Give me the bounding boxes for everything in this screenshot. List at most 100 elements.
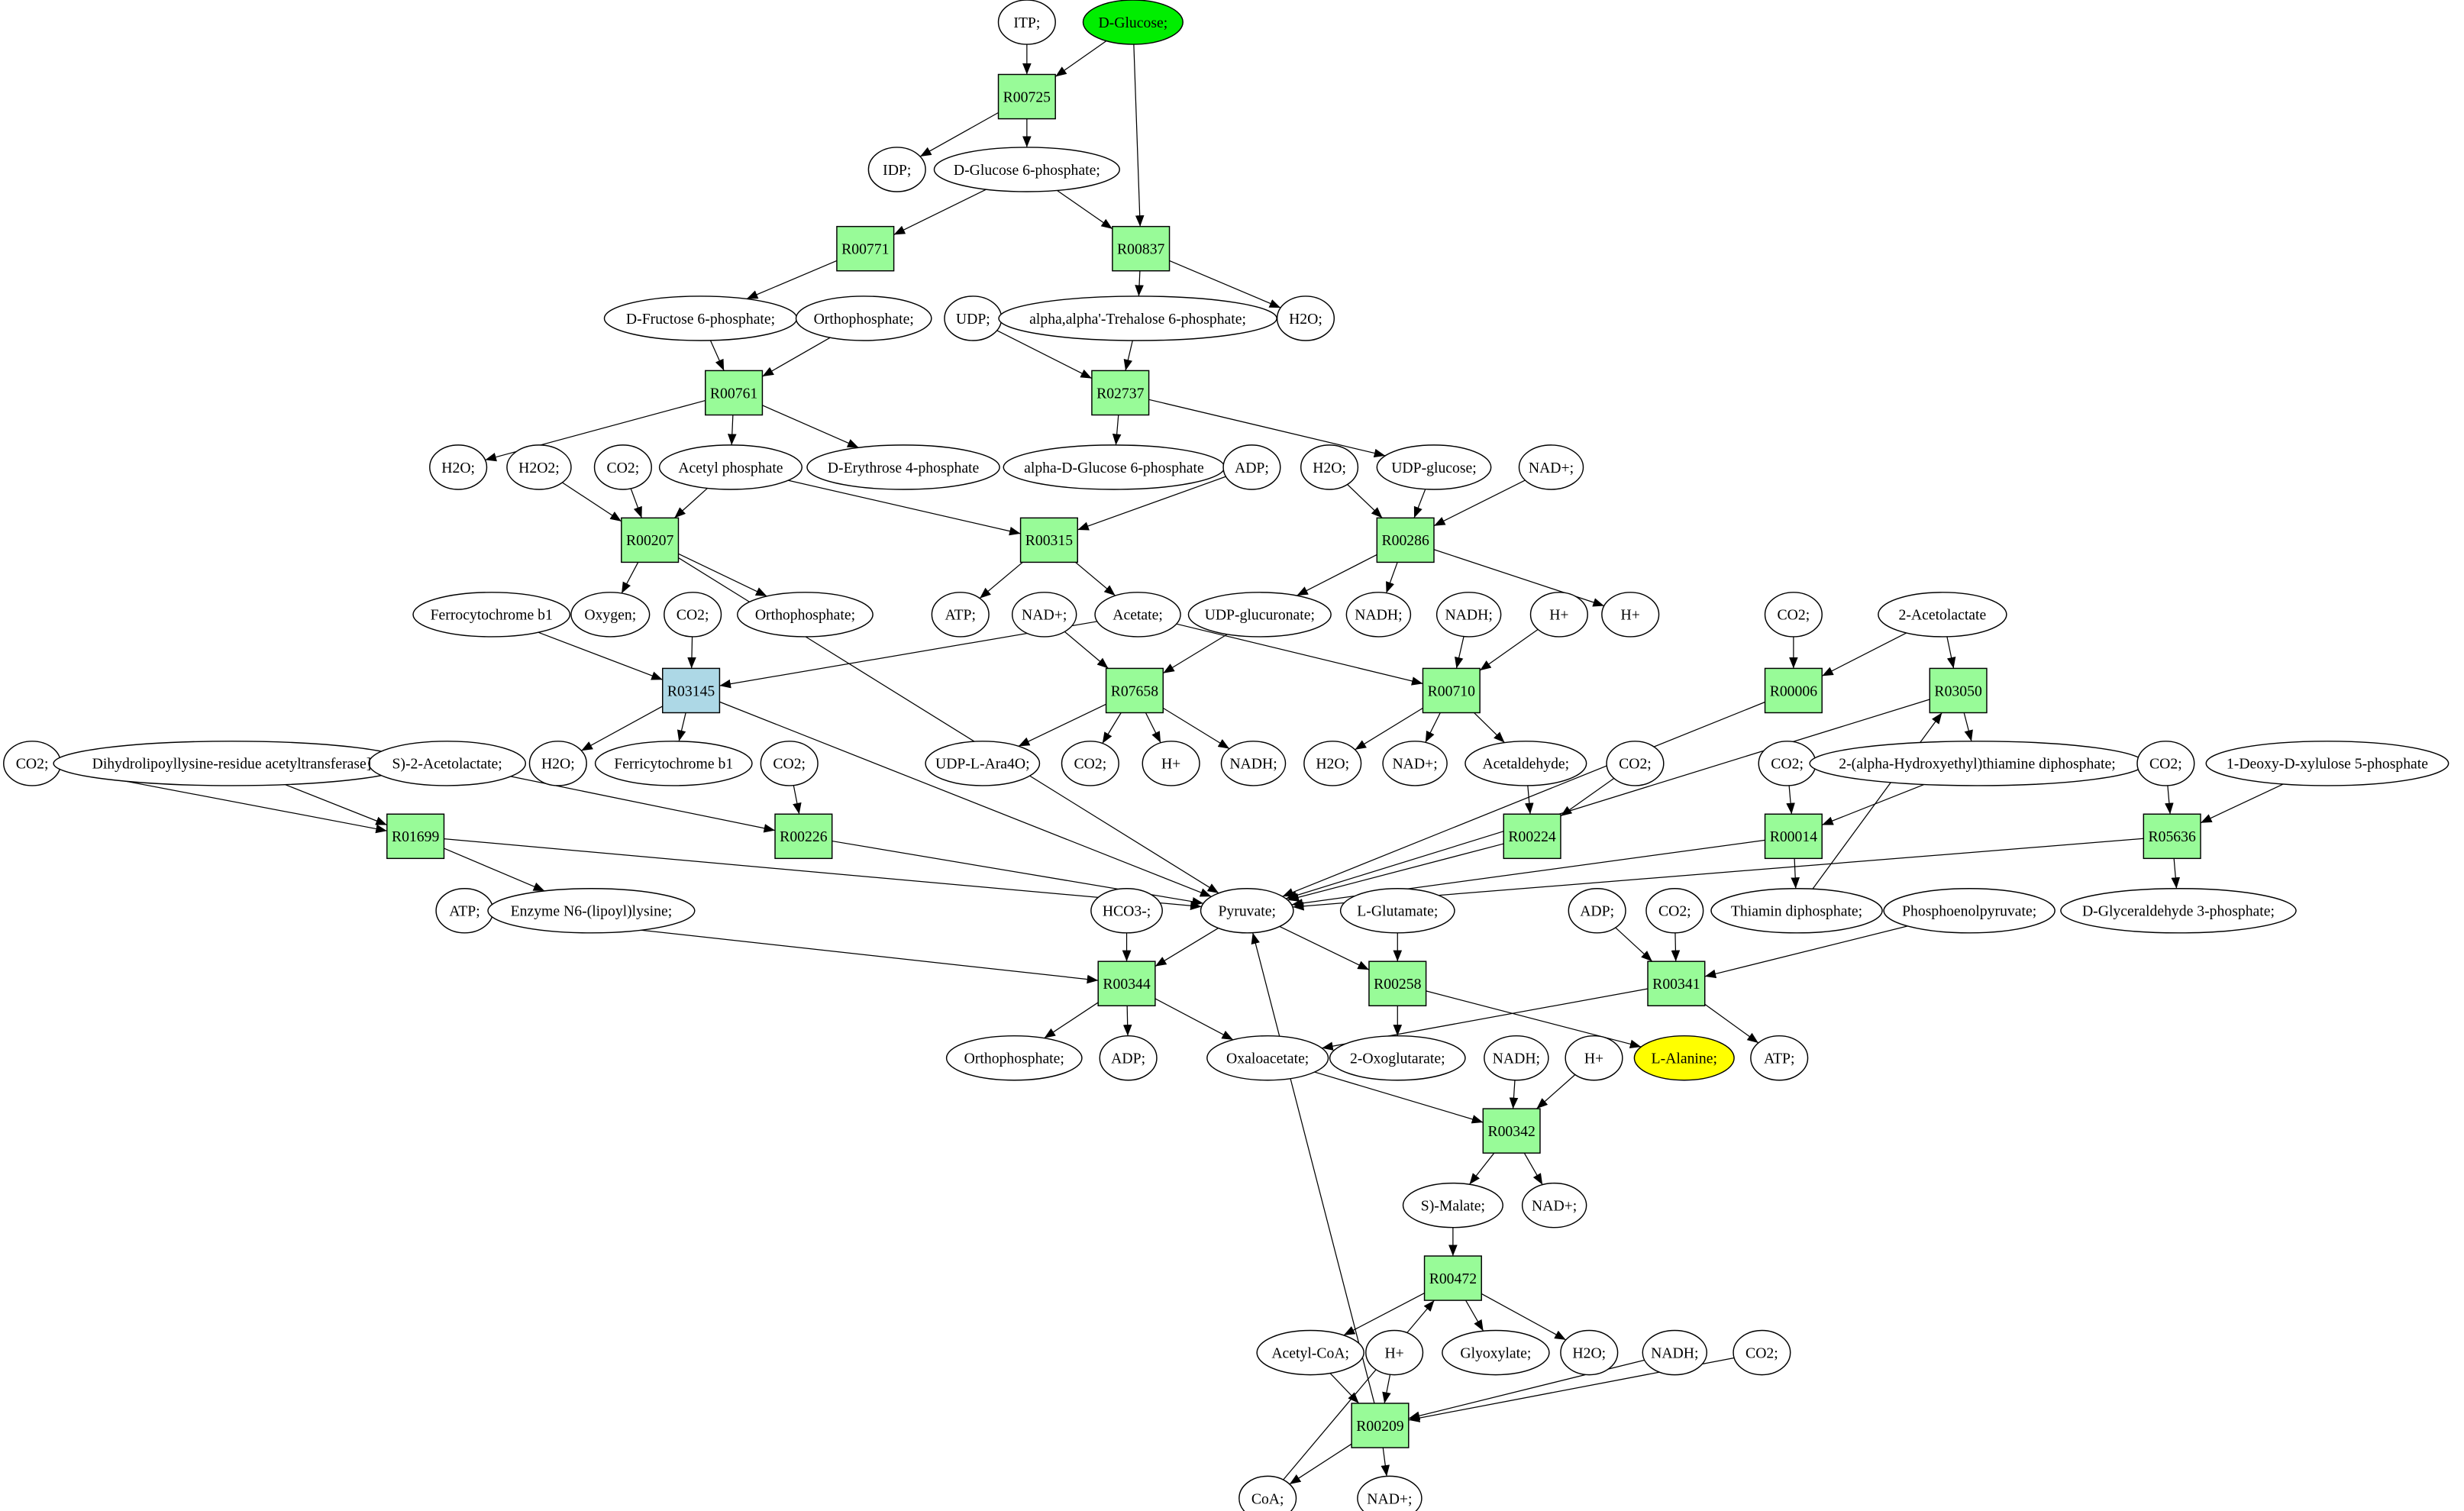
compound-ellipse-c_nad3[interactable] xyxy=(1382,741,1448,786)
compound-ellipse-c_pep[interactable] xyxy=(1883,888,2055,934)
compound-ellipse-c_orth2[interactable] xyxy=(737,592,874,638)
compound-ellipse-c_idp[interactable] xyxy=(867,147,926,192)
compound-ellipse-c_h2o5[interactable] xyxy=(1303,741,1362,786)
compound-ellipse-c_co2a[interactable] xyxy=(593,444,652,490)
reaction-box-r00837[interactable] xyxy=(1112,225,1171,272)
compound-ellipse-c_acl[interactable] xyxy=(1878,592,2007,638)
compound-ellipse-c_adp3[interactable] xyxy=(1099,1035,1158,1081)
compound-ellipse-c_hp4[interactable] xyxy=(1565,1035,1623,1081)
compound-ellipse-c_nad1[interactable] xyxy=(1518,444,1584,490)
compound-ellipse-c_atp1[interactable] xyxy=(931,592,990,638)
reaction-box-r00226[interactable] xyxy=(774,813,833,860)
reaction-box-r07658[interactable] xyxy=(1105,667,1164,714)
reaction-box-r00472[interactable] xyxy=(1423,1255,1482,1301)
compound-ellipse-c_glc[interactable] xyxy=(1082,0,1184,45)
compound-ellipse-c_co2k[interactable] xyxy=(1733,1329,1791,1376)
compound-ellipse-c_enz[interactable] xyxy=(487,888,696,934)
reaction-box-r00315[interactable] xyxy=(1019,517,1078,563)
compound-ellipse-c_h2o1[interactable] xyxy=(1276,295,1335,341)
compound-ellipse-c_gly[interactable] xyxy=(1442,1329,1550,1376)
compound-ellipse-c_adp1[interactable] xyxy=(1222,444,1281,490)
edge-r00710-to-c_nad3 xyxy=(1425,712,1441,743)
compound-ellipse-c_nadh4[interactable] xyxy=(1484,1035,1549,1081)
reaction-box-r03050[interactable] xyxy=(1929,667,1988,714)
compound-ellipse-c_nad4[interactable] xyxy=(1521,1182,1587,1228)
compound-ellipse-c_nadh2[interactable] xyxy=(1435,592,1502,638)
reaction-box-r00725[interactable] xyxy=(997,73,1056,120)
compound-ellipse-c_orth1[interactable] xyxy=(795,295,932,341)
compound-ellipse-c_co2b[interactable] xyxy=(664,592,722,638)
compound-ellipse-c_tdp[interactable] xyxy=(1710,888,1883,934)
reaction-box-r00761[interactable] xyxy=(705,370,764,416)
compound-ellipse-c_orth3[interactable] xyxy=(945,1035,1083,1081)
compound-ellipse-c_h2o2[interactable] xyxy=(429,444,488,490)
compound-ellipse-c_acald[interactable] xyxy=(1465,741,1587,786)
compound-ellipse-c_hco3[interactable] xyxy=(1090,888,1163,934)
reaction-box-r00207[interactable] xyxy=(621,517,680,563)
compound-ellipse-c_nad5[interactable] xyxy=(1357,1475,1423,1511)
reaction-box-r00344[interactable] xyxy=(1097,961,1156,1006)
reaction-box-r00258[interactable] xyxy=(1368,961,1427,1006)
reaction-box-r00209[interactable] xyxy=(1351,1403,1410,1448)
compound-ellipse-c_g6p[interactable] xyxy=(933,147,1120,192)
compound-ellipse-c_itp[interactable] xyxy=(997,0,1056,45)
compound-ellipse-c_sacl[interactable] xyxy=(368,741,527,786)
compound-ellipse-c_nadh3[interactable] xyxy=(1220,741,1287,786)
compound-ellipse-c_oxg[interactable] xyxy=(1329,1035,1466,1081)
compound-ellipse-c_udpg[interactable] xyxy=(1376,444,1492,490)
reaction-box-r00771[interactable] xyxy=(836,225,895,272)
compound-ellipse-c_co2c[interactable] xyxy=(1764,592,1823,638)
compound-ellipse-c_coa[interactable] xyxy=(1238,1475,1297,1511)
node-label: D-Glucose; xyxy=(1098,15,1167,31)
compound-ellipse-c_hp5[interactable] xyxy=(1365,1329,1424,1376)
compound-ellipse-c_h2o3[interactable] xyxy=(1300,444,1359,490)
reaction-box-r00286[interactable] xyxy=(1376,517,1435,563)
compound-ellipse-c_hp3[interactable] xyxy=(1142,741,1200,786)
reaction-box-r02737[interactable] xyxy=(1091,370,1150,416)
compound-ellipse-c_udpgu[interactable] xyxy=(1187,592,1332,638)
reaction-box-r05636[interactable] xyxy=(2143,813,2201,860)
compound-ellipse-c_co2e[interactable] xyxy=(760,741,819,786)
reaction-box-r00014[interactable] xyxy=(1764,813,1823,860)
compound-ellipse-c_ara[interactable] xyxy=(925,741,1041,786)
reaction-box-r01699[interactable] xyxy=(386,813,445,860)
reaction-box-r00006[interactable] xyxy=(1764,667,1823,714)
compound-ellipse-c_fcb[interactable] xyxy=(412,592,571,638)
compound-ellipse-c_nadh1[interactable] xyxy=(1345,592,1412,638)
compound-ellipse-c_nadh5[interactable] xyxy=(1642,1329,1708,1376)
reaction-box-r00342[interactable] xyxy=(1482,1108,1541,1154)
compound-ellipse-c_fecb[interactable] xyxy=(594,741,753,786)
compound-ellipse-c_ala[interactable] xyxy=(1633,1035,1735,1081)
compound-ellipse-c_oxy[interactable] xyxy=(570,592,651,638)
compound-ellipse-c_acp[interactable] xyxy=(658,444,803,490)
compound-ellipse-c_oaa[interactable] xyxy=(1206,1035,1329,1081)
compound-ellipse-c_co2g[interactable] xyxy=(1606,741,1665,786)
reaction-box-r03145[interactable] xyxy=(662,667,721,714)
compound-ellipse-c_e4p[interactable] xyxy=(806,444,1000,490)
compound-ellipse-c_ace[interactable] xyxy=(1094,592,1181,638)
compound-ellipse-c_h2o2b[interactable] xyxy=(506,444,572,490)
compound-ellipse-c_gap[interactable] xyxy=(2060,888,2297,934)
compound-ellipse-c_hp2[interactable] xyxy=(1601,592,1660,638)
node-label: H+ xyxy=(1161,756,1180,773)
compound-ellipse-c_co2i[interactable] xyxy=(2136,741,2195,786)
compound-ellipse-c_h2o6[interactable] xyxy=(1560,1329,1619,1376)
compound-ellipse-c_mal[interactable] xyxy=(1402,1182,1503,1228)
compound-ellipse-c_h2o4[interactable] xyxy=(528,741,587,786)
edge-c_adp2-to-r00341 xyxy=(1615,927,1653,962)
compound-ellipse-c_nad2[interactable] xyxy=(1011,592,1077,638)
compound-ellipse-c_atp3[interactable] xyxy=(1750,1035,1809,1081)
compound-ellipse-c_co2f[interactable] xyxy=(1061,741,1119,786)
compound-ellipse-c_pyr[interactable] xyxy=(1200,888,1294,934)
compound-ellipse-c_glu[interactable] xyxy=(1339,888,1455,934)
node-label: UDP-L-Ara4O; xyxy=(935,756,1030,773)
reaction-box-r00710[interactable] xyxy=(1422,667,1481,714)
compound-ellipse-c_co2j[interactable] xyxy=(1645,888,1704,934)
compound-ellipse-c_accoa[interactable] xyxy=(1256,1329,1364,1376)
compound-ellipse-c_dxp[interactable] xyxy=(2205,741,2449,786)
reaction-box-r00341[interactable] xyxy=(1647,961,1706,1006)
node-label: UDP; xyxy=(956,311,990,328)
compound-ellipse-c_hp1[interactable] xyxy=(1529,592,1588,638)
compound-ellipse-c_adp2[interactable] xyxy=(1568,888,1626,934)
reaction-box-r00224[interactable] xyxy=(1503,813,1561,860)
